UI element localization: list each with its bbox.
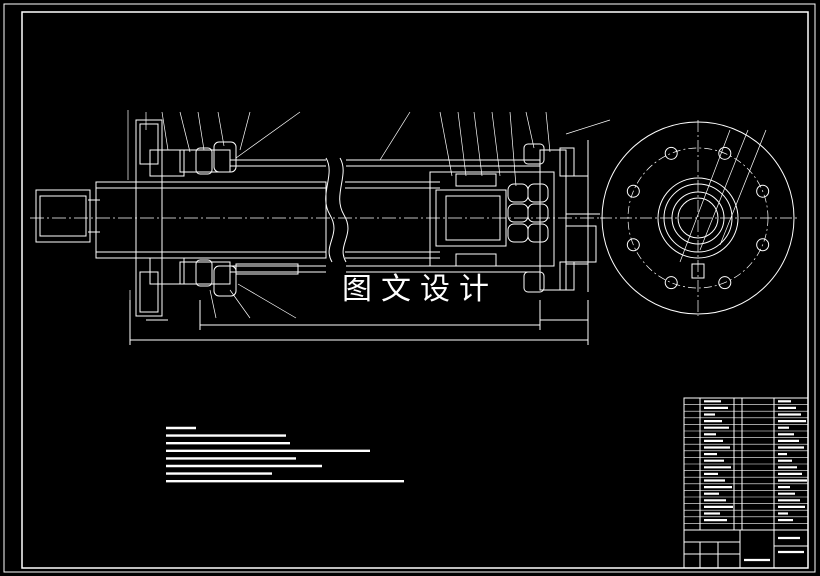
oil-port [235, 263, 299, 275]
bolt-holes [626, 146, 770, 290]
technical-notes [166, 426, 404, 483]
inner-border [21, 11, 809, 569]
outer-border [3, 3, 816, 573]
bolt-hole [756, 238, 770, 252]
parts-list [683, 397, 809, 569]
piston-rod [95, 181, 327, 259]
bolt-hole [756, 184, 770, 198]
cylinder-section-view [30, 110, 611, 345]
leader-lines [127, 110, 611, 319]
bolt-hole [718, 276, 732, 290]
title-block [684, 529, 808, 568]
watermark: 图文设计 [342, 272, 498, 307]
flange-end-view [600, 120, 800, 316]
bolt-hole [626, 238, 640, 252]
bolt-hole [664, 276, 678, 290]
bolt-hole [718, 146, 732, 160]
bolt-hole [626, 184, 640, 198]
bolt-hole [664, 146, 678, 160]
cap-end [539, 149, 567, 291]
rod-end-cap [35, 189, 91, 243]
